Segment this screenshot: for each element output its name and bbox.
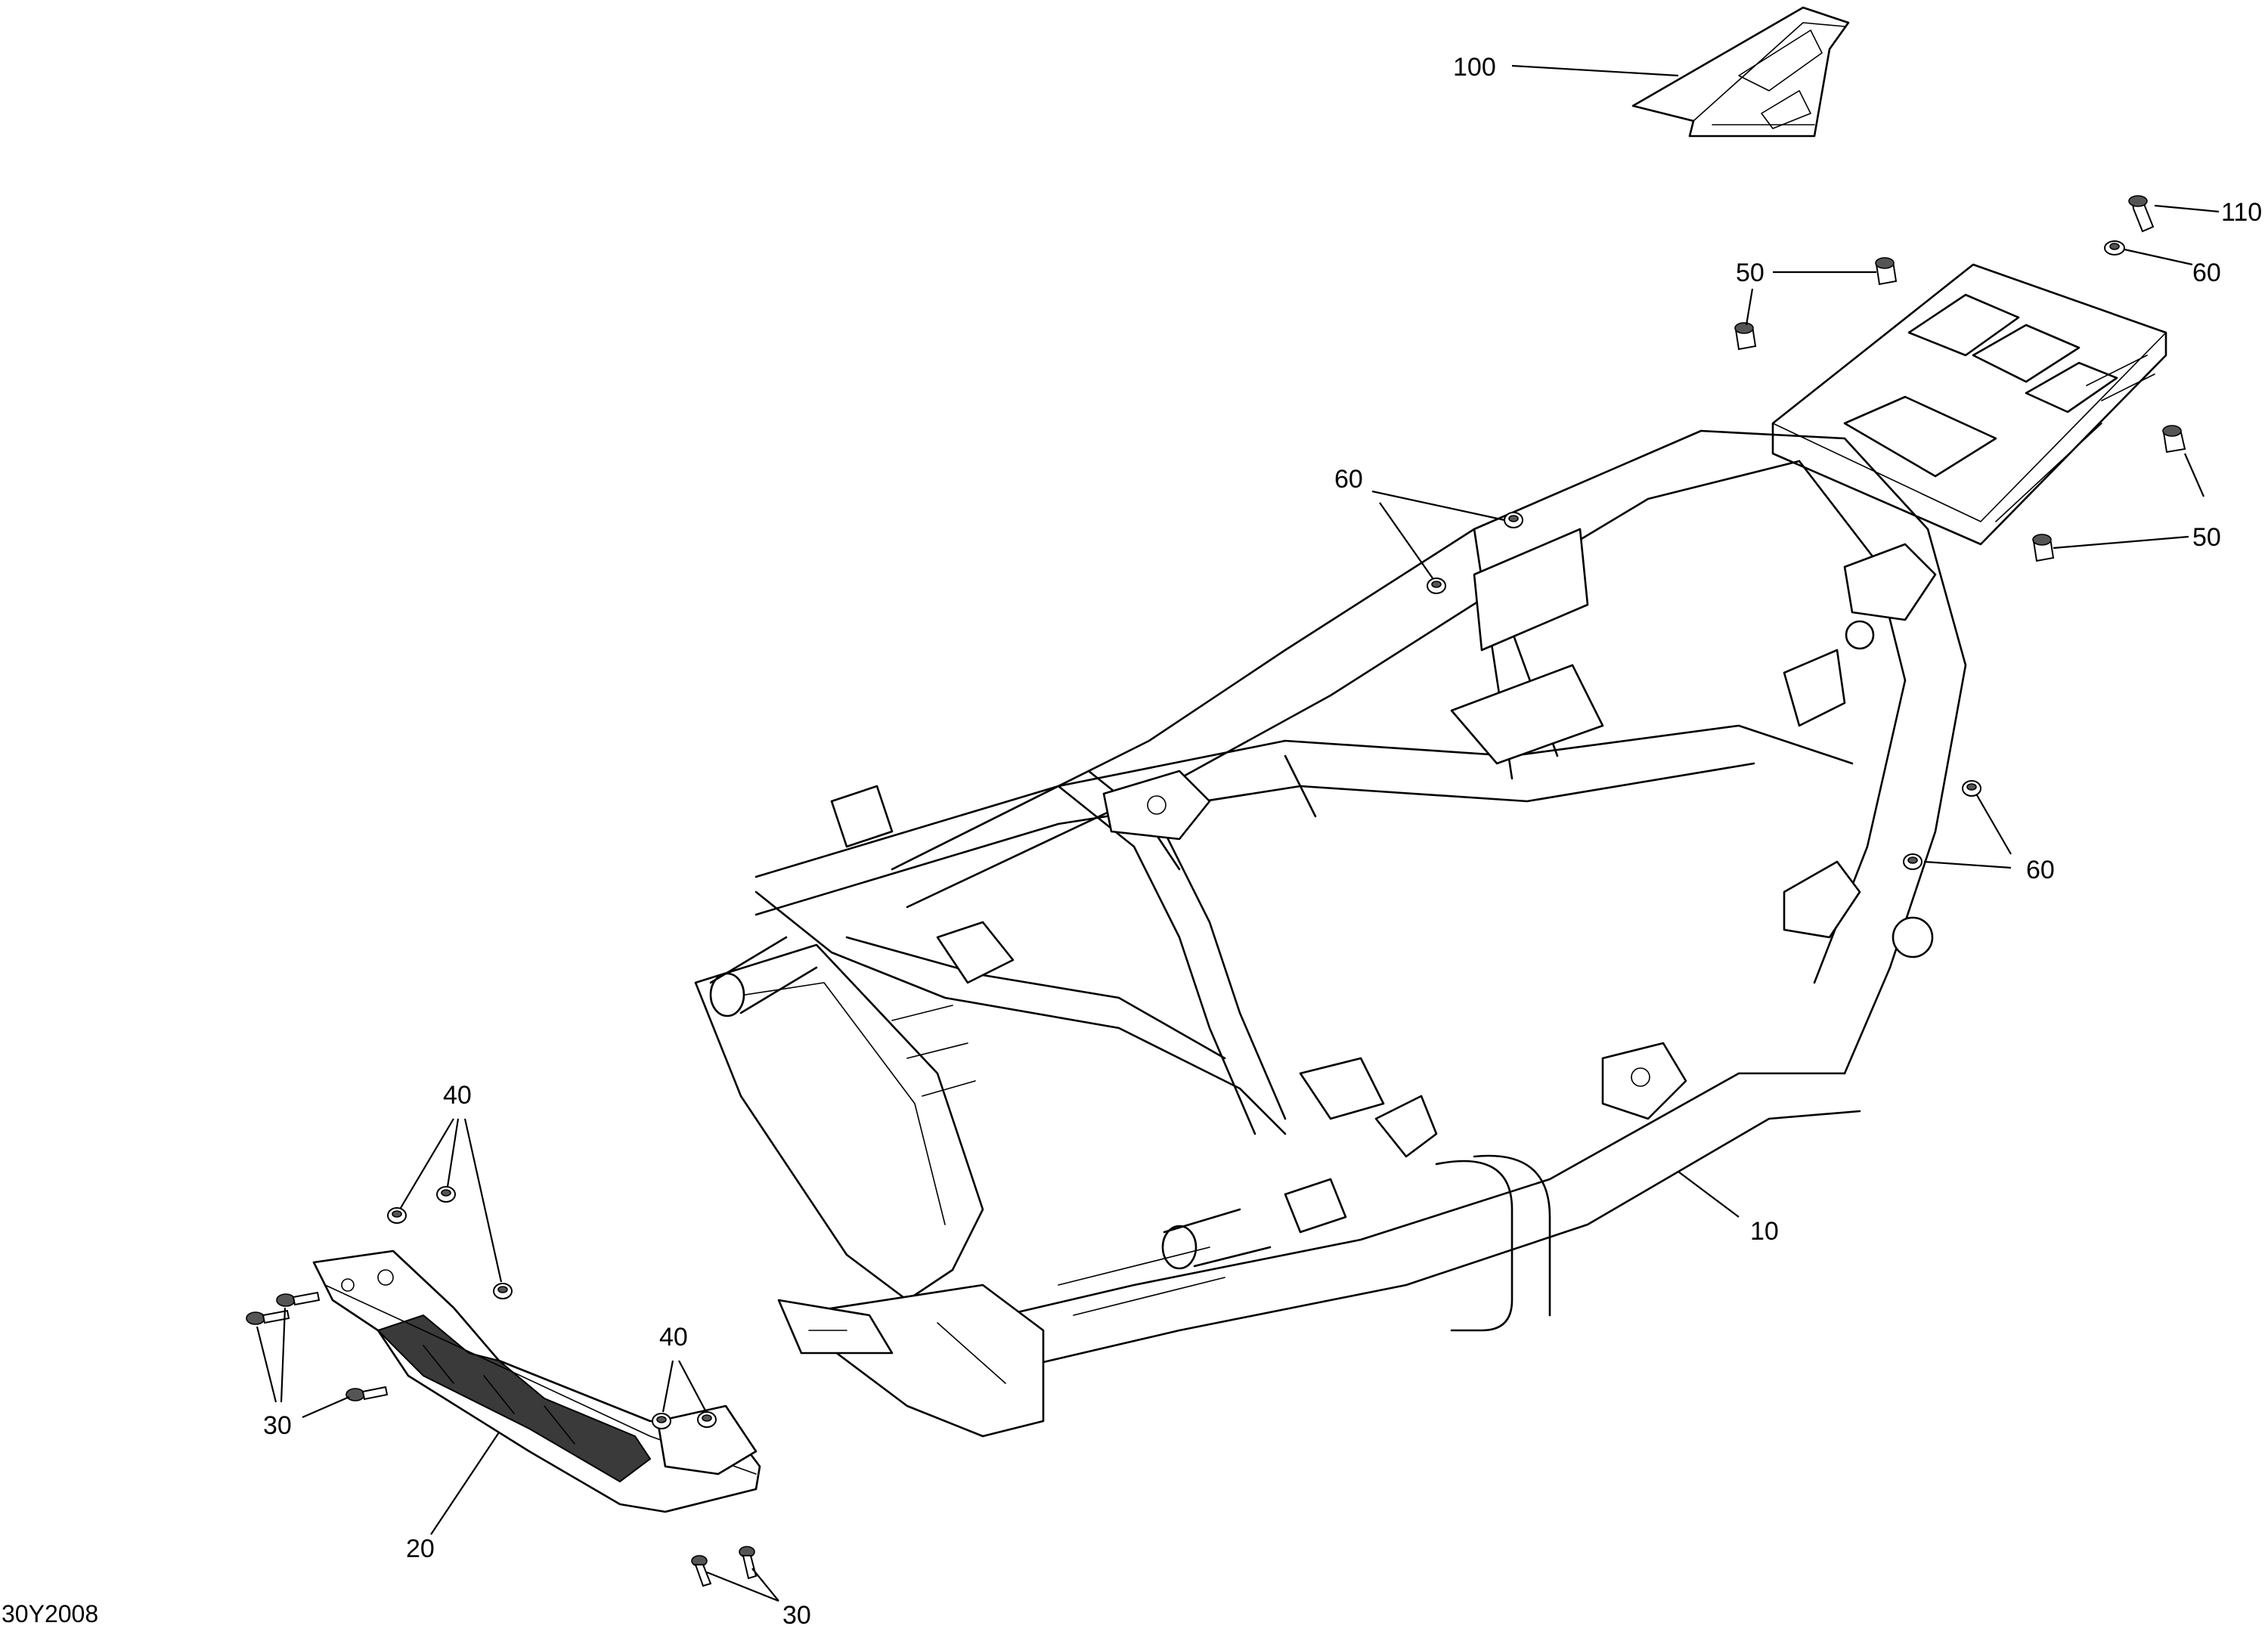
bushing-50-right-b-icon (2032, 534, 2055, 562)
nut-40-left-c-icon (493, 1283, 513, 1299)
bolt-30-left-b-icon (276, 1291, 321, 1307)
callout-100: 100 (1453, 53, 1496, 82)
nut-40-left-b-icon (436, 1186, 456, 1203)
bolt-30-bottom-a-icon (691, 1555, 712, 1587)
part-100-bracket (1631, 6, 1850, 138)
callout-50-top: 50 (1736, 259, 1765, 287)
bolt-30-bottom-b-icon (739, 1546, 758, 1580)
leader-lines (256, 64, 2220, 1602)
callout-60-top-right: 60 (2192, 259, 2221, 287)
nut-40-right-b-icon (697, 1411, 717, 1428)
callout-40-left: 40 (443, 1081, 472, 1110)
callout-40-right: 40 (659, 1323, 688, 1352)
bolt-30-left-a-icon (246, 1309, 290, 1325)
nut-60-mid-b-icon (1427, 578, 1446, 594)
bushing-50-right-a-icon (2162, 425, 2186, 454)
nut-40-right-a-icon (652, 1413, 671, 1429)
callout-20: 20 (406, 1534, 435, 1563)
callout-60-right: 60 (2026, 856, 2055, 884)
callout-10: 10 (1750, 1217, 1779, 1246)
nut-60-right-a-icon (1962, 780, 1981, 797)
callout-50-right: 50 (2192, 523, 2221, 552)
nut-40-left-a-icon (387, 1207, 407, 1224)
bushing-50-top-b-icon (1734, 322, 1757, 351)
bolt-30-left-c-icon (345, 1386, 389, 1401)
callout-60-mid: 60 (1334, 465, 1363, 494)
figure-code: 30Y2008 (2, 1600, 98, 1627)
nut-60-mid-a-icon (1504, 512, 1523, 528)
part-20-cross-member (312, 1249, 761, 1513)
bushing-50-top-a-icon (1875, 257, 1898, 286)
bolt-110-icon (2128, 195, 2155, 233)
nut-60-top-right-icon (2104, 240, 2125, 255)
part-10-main-frame (694, 263, 2167, 1438)
callout-110: 110 (2221, 198, 2262, 227)
callout-30-bottom: 30 (782, 1601, 811, 1630)
nut-60-right-b-icon (1903, 853, 1923, 870)
callout-30-left: 30 (263, 1411, 292, 1440)
